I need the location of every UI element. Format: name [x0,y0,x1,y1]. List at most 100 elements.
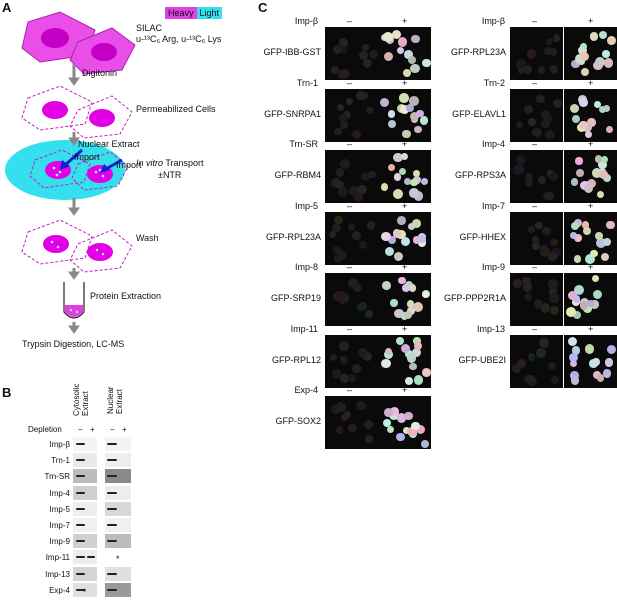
nucleus-spot [380,97,390,107]
nuc-minus: – [110,425,115,434]
micrograph-plus [378,150,431,203]
micrograph-plus [564,273,617,326]
nucleus-spot [552,98,562,108]
nucleus-spot [340,120,349,129]
band [107,491,117,494]
nucleus-spot [569,231,578,240]
micrograph-minus [510,211,563,265]
nucleus-spot [413,375,424,385]
nucleus-spot [546,192,554,200]
step-nuclear-extract: Nuclear Extract [78,139,140,149]
blot-row-label: Imp-13 [45,569,70,579]
step-transport: In vitro Transport [136,158,204,168]
nucleus-spot [573,255,582,263]
cargo-label: GFP-RPL23A [450,47,506,57]
nucleus-spot [533,299,544,309]
micrograph-minus [510,273,563,326]
nucleus-spot [589,32,598,41]
minus-label: – [347,385,353,395]
plus-label: + [402,323,408,334]
nucleus-spot [596,238,606,249]
cargo-label: GFP-PPP2R1A [443,293,506,303]
nucleus-spot [584,131,592,139]
nucleus-spot [523,65,533,74]
nucleus-spot [549,172,558,182]
nucleus-spot [348,278,359,288]
nucleus-spot [570,178,579,187]
nuclear-blot [105,453,131,468]
micrograph-minus [325,27,379,80]
nucleus-spot [381,358,392,369]
nucleus-spot [523,292,532,302]
nucleus-spot [411,347,422,358]
legend-light: Light [196,7,223,19]
nucleus-spot [414,125,422,133]
nucleus-spot [515,120,523,128]
ntr-label: Trn-2 [483,77,505,88]
nucleus-spot [383,51,393,61]
nucleus-spot [404,50,413,59]
nucleus-spot [403,69,412,78]
nucleus-spot [360,171,370,181]
nucleus-spot [335,180,344,189]
nucleus-spot [571,221,580,231]
nucleus-spot [334,215,343,225]
nucleus-spot [401,284,410,293]
nucleus-spot [381,232,391,242]
nucleus-spot [362,352,372,362]
nucleus-spot [353,192,364,202]
micrograph-plus [378,334,431,388]
nucleus-spot [338,114,348,123]
col-nuclear: Nuclear Extract [106,386,124,414]
nucleus-spot [331,223,341,233]
panel-c-letter: C [258,0,268,15]
band [107,507,117,510]
ntr-label: Imp-13 [476,323,505,334]
minus-label: – [532,200,538,211]
nucleus-spot [594,155,603,163]
nucleus-spot [329,353,337,361]
band [76,459,85,462]
minus-label: – [347,200,353,211]
nucleus-spot [587,299,595,308]
blot-row-label: Trn-SR [44,472,70,482]
test-tube [63,282,85,319]
nucleus-spot [527,374,535,383]
nucleus-spot [544,114,553,123]
nucleus-spot [367,221,376,230]
cargo-label: GFP-UBE2I [458,354,506,365]
nucleus-spot [404,311,413,320]
step-digitonin: Digitonin [82,68,118,78]
nucleus-spot [584,344,595,355]
nucleus-spot [357,184,368,195]
nucleus-spot [391,29,401,39]
nucleus-spot [331,369,342,379]
cytosolic-blot [73,501,97,516]
nucleus-spot [389,407,399,417]
nucleus-spot [592,60,603,71]
nucleus-spot [339,373,349,383]
band [107,443,117,445]
nucleus-spot [603,105,611,113]
nucleus-spot [552,33,561,42]
minus-label: – [347,16,353,26]
nucleus-spot [351,363,361,373]
nucleus-spot [368,170,376,179]
cargo-label: GFP-SRP19 [270,293,321,303]
nucleus-spot [352,283,362,293]
nucleus-spot [544,47,553,56]
nucleus-spot [384,247,394,257]
blot-row-label: Exp-4 [49,585,70,595]
nucleus-spot [567,336,578,347]
nucleus-spot [404,411,413,421]
minus-label: – [532,16,538,26]
nucleus-spot [575,54,586,65]
nucleus-spot [576,169,584,177]
micrograph-minus [510,27,563,80]
nucleus-spot [569,103,580,114]
micrograph-plus [378,88,431,142]
plus-label: + [588,262,594,272]
nucleus-spot [545,129,555,140]
import-label-2: Import [116,160,142,170]
nucleus-spot [344,410,352,418]
